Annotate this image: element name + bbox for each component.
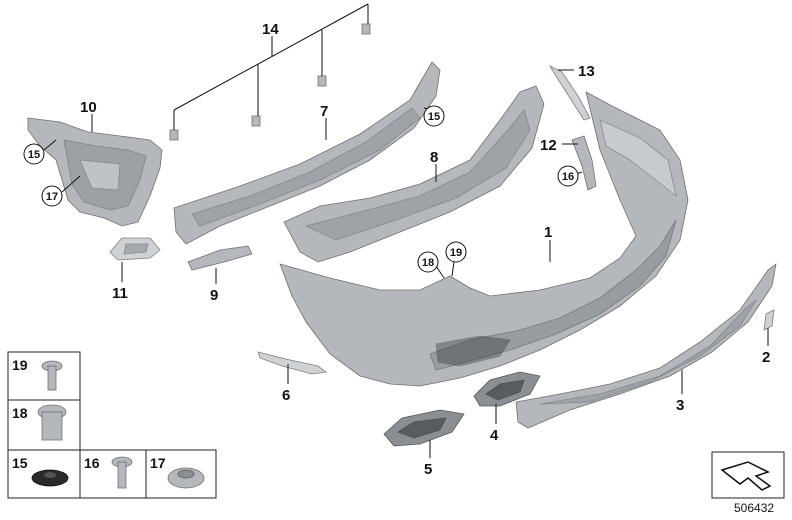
screw-19-icon <box>41 360 63 391</box>
part-5-exhaust-trim[interactable] <box>383 409 465 447</box>
fastener-legend: 19 18 15 16 17 <box>7 351 217 499</box>
callout-6: 6 <box>282 387 290 404</box>
part-3-diffuser[interactable] <box>515 263 777 429</box>
part-9-grille-strip[interactable] <box>187 245 253 271</box>
callout-4: 4 <box>490 427 499 444</box>
callout-9: 9 <box>210 287 218 304</box>
callout-13: 13 <box>578 63 595 80</box>
callout-labels: 1 2 3 4 5 6 7 8 9 10 11 12 13 14 <box>80 21 770 478</box>
leader-lines <box>43 3 769 458</box>
legend-label-18: 18 <box>12 405 28 421</box>
callout-5: 5 <box>424 461 432 478</box>
circled-callout-19: 19 <box>450 247 462 259</box>
callout-10: 10 <box>80 99 97 116</box>
legend-label-17: 17 <box>150 455 166 471</box>
part-2-clip[interactable] <box>763 309 775 331</box>
legend-label-15: 15 <box>12 455 28 471</box>
callout-7: 7 <box>320 103 328 120</box>
part-13-strip[interactable] <box>548 65 591 121</box>
part-12-bracket[interactable] <box>571 135 597 191</box>
circled-callout-16: 16 <box>562 171 574 183</box>
circled-callout-17: 17 <box>46 191 58 203</box>
part-11-bracket[interactable] <box>109 237 161 261</box>
callout-11: 11 <box>112 285 128 302</box>
legend-label-16: 16 <box>84 455 100 471</box>
diagram-id: 506432 <box>734 501 774 515</box>
circled-callout-18: 18 <box>422 257 434 269</box>
legend-box-16 <box>79 449 147 499</box>
part-4-exhaust-trim[interactable] <box>473 371 541 407</box>
callout-14: 14 <box>262 21 279 38</box>
legend-box-19 <box>7 351 81 401</box>
part-14-clips[interactable] <box>169 23 371 141</box>
part-8-carrier[interactable] <box>283 85 545 263</box>
circled-callout-15b: 15 <box>428 111 440 123</box>
arrow-icon <box>720 461 772 491</box>
circled-callout-15a: 15 <box>28 149 40 161</box>
part-10-left-bracket[interactable] <box>27 117 163 227</box>
legend-label-19: 19 <box>12 357 28 373</box>
callout-3: 3 <box>676 397 684 414</box>
callout-12: 12 <box>540 137 557 154</box>
callout-2: 2 <box>762 349 770 366</box>
screw-16-icon <box>111 456 133 489</box>
expansion-nut-18-icon <box>37 404 67 441</box>
callout-1: 1 <box>544 224 552 241</box>
circled-callouts: 15 15 16 17 18 19 <box>23 105 579 273</box>
part-6-reflector[interactable] <box>257 351 328 375</box>
callout-8: 8 <box>430 149 438 166</box>
part-1-bumper-panel[interactable] <box>279 91 689 387</box>
direction-arrow <box>711 451 785 499</box>
nut-17-icon <box>167 467 205 489</box>
rubber-washer-15-icon <box>31 469 69 487</box>
